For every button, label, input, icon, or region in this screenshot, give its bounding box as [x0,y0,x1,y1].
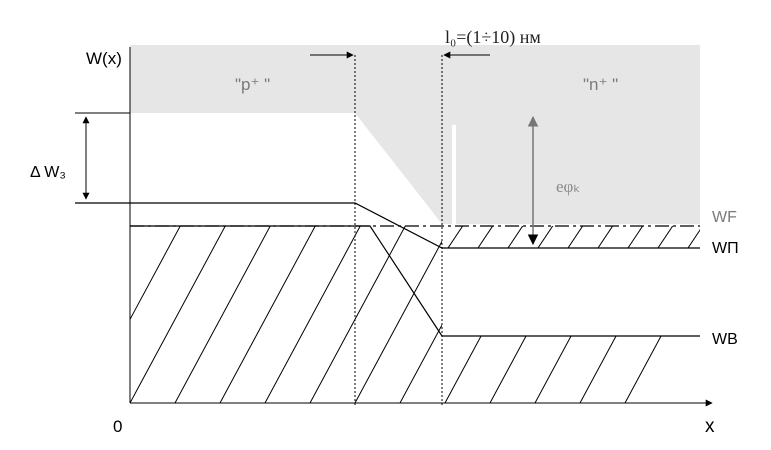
p-region-label: "p⁺ " [235,75,270,94]
x-axis-label: x [705,416,715,437]
shaded-n-region [355,113,700,224]
hatch-upper [442,226,700,248]
lower-band-edge [130,225,700,337]
grey-vertical-mark [452,125,456,226]
origin-label: 0 [113,417,122,436]
y-axis-label: W(x) [86,49,122,68]
fermi-level-label: WF [712,209,737,226]
width-label: l₀=(1÷10) нм [445,27,541,48]
valence-band-label: WB [712,331,738,348]
potential-label: eφₖ [556,177,581,196]
shaded-top-band [130,45,700,113]
n-region-label: "n⁺ " [583,75,618,94]
conduction-band-label: WП [712,240,739,257]
delta-w-label: Δ W₃ [30,164,66,181]
